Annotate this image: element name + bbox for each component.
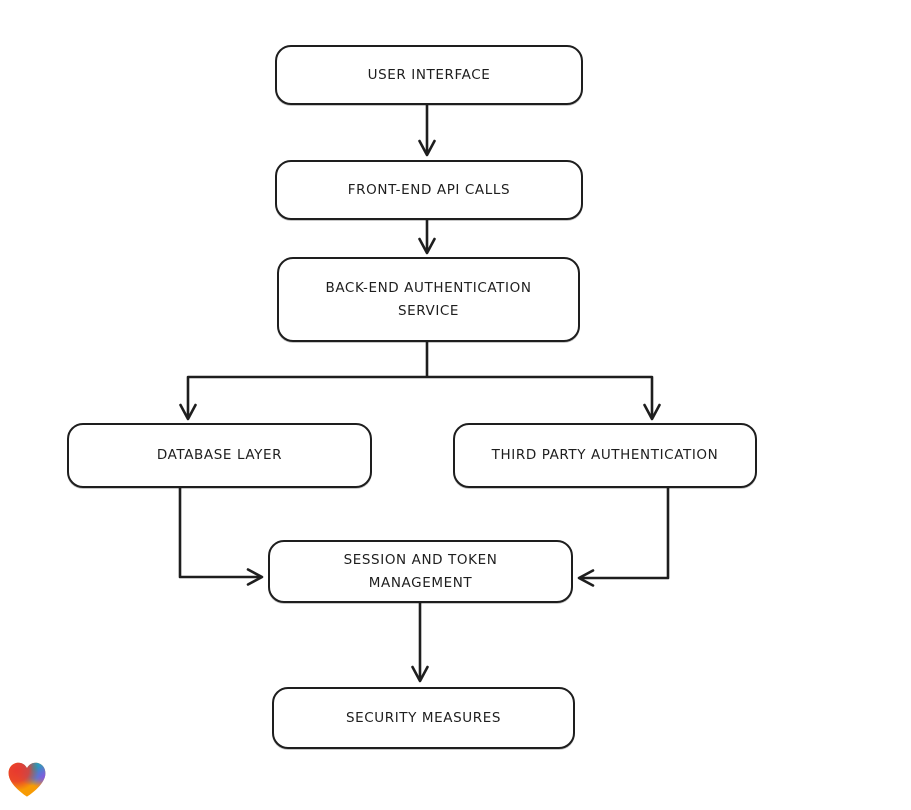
edge-database-session bbox=[178, 486, 263, 579]
node-label: THIRD PARTY AUTHENTICATION bbox=[491, 447, 719, 464]
node-label: SECURITY MEASURES bbox=[345, 709, 502, 726]
arrowhead-right-icon bbox=[246, 568, 264, 586]
arrowhead-left-icon bbox=[577, 569, 595, 587]
node-label: SESSION AND TOKEN bbox=[343, 552, 498, 569]
node-label: DATABASE LAYER bbox=[156, 447, 283, 464]
arrowhead-down-icon bbox=[418, 139, 436, 157]
gradient-heart-logo-icon[interactable] bbox=[8, 761, 46, 799]
node-session-token-management: SESSION AND TOKEN MANAGEMENT bbox=[268, 540, 573, 603]
arrowhead-down-icon bbox=[643, 403, 661, 421]
edge-thirdparty-session bbox=[578, 486, 670, 580]
node-label: BACK-END AUTHENTICATION bbox=[325, 280, 532, 297]
edge-backend-branch bbox=[186, 340, 654, 420]
node-label: USER INTERFACE bbox=[367, 66, 491, 83]
arrowhead-down-icon bbox=[418, 237, 436, 255]
node-user-interface: USER INTERFACE bbox=[275, 45, 583, 105]
node-frontend-api-calls: FRONT-END API CALLS bbox=[275, 160, 583, 220]
arrowhead-down-icon bbox=[411, 665, 429, 683]
node-label: SERVICE bbox=[397, 302, 460, 319]
node-database-layer: DATABASE LAYER bbox=[67, 423, 372, 488]
node-third-party-authentication: THIRD PARTY AUTHENTICATION bbox=[453, 423, 757, 488]
node-security-measures: SECURITY MEASURES bbox=[272, 687, 575, 749]
arrowhead-down-icon bbox=[179, 403, 197, 421]
node-label: FRONT-END API CALLS bbox=[347, 181, 511, 198]
node-label: MANAGEMENT bbox=[368, 574, 473, 591]
node-backend-authentication-service: BACK-END AUTHENTICATION SERVICE bbox=[277, 257, 580, 342]
